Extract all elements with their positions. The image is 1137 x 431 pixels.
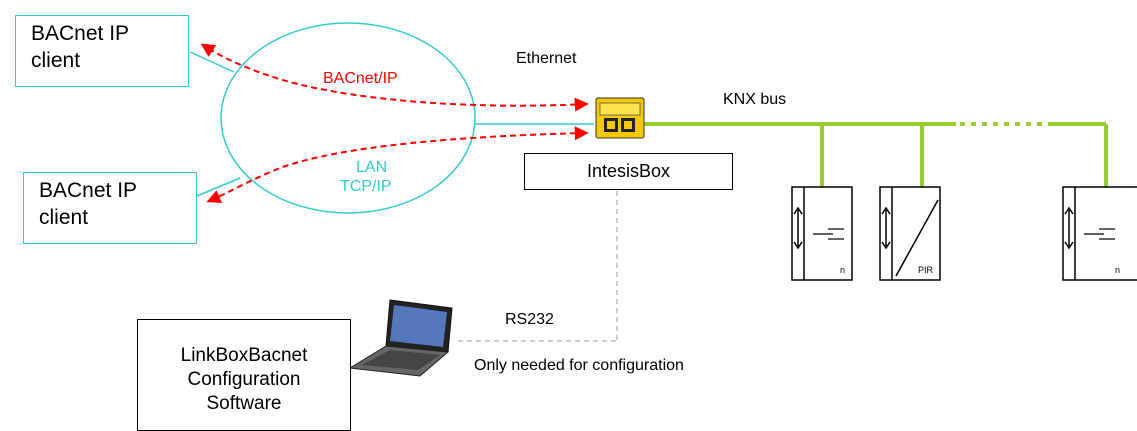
tcpip-label: TCP/IP: [340, 178, 392, 195]
bacnet-flow-top: [200, 43, 589, 112]
software-line1: LinkBoxBacnet: [180, 345, 308, 366]
intesisbox-label-box: IntesisBox: [524, 153, 733, 190]
device-1-sub-label: n: [840, 265, 845, 275]
bacnet-flow-bottom: [206, 126, 589, 204]
lan-label: LAN: [356, 159, 388, 176]
client-top-line2: client: [31, 49, 81, 72]
ethernet-label: Ethernet: [516, 50, 577, 67]
client-bottom-line1: BACnet IP: [39, 179, 138, 202]
intesisbox-device-icon: [595, 97, 645, 139]
client-bottom-link: [196, 177, 241, 197]
laptop-icon: [348, 299, 453, 377]
configuration-software-box: LinkBoxBacnet Configuration Software: [137, 319, 351, 431]
configuration-note: Only needed for configuration: [474, 357, 684, 374]
client-top-link: [189, 51, 235, 73]
client-bottom-line2: client: [39, 206, 89, 229]
knx-bus-label: KNX bus: [723, 91, 787, 108]
bacnet-ip-label: BACnet/IP: [323, 70, 398, 87]
software-line2: Configuration: [187, 369, 301, 390]
bacnet-client-bottom: BACnet IP client: [23, 172, 197, 244]
rs232-label: RS232: [505, 311, 554, 328]
software-line3: Software: [206, 393, 282, 414]
lan-cloud: [220, 22, 476, 214]
device-2-sub-label: PIR: [918, 265, 934, 275]
knx-device-3: n: [1062, 186, 1137, 281]
knx-device-1: n: [791, 186, 853, 281]
bacnet-client-top: BACnet IP client: [15, 15, 189, 87]
knx-device-2: PIR: [879, 186, 941, 281]
client-top-line1: BACnet IP: [31, 22, 130, 45]
device-3-sub-label: n: [1115, 265, 1120, 275]
